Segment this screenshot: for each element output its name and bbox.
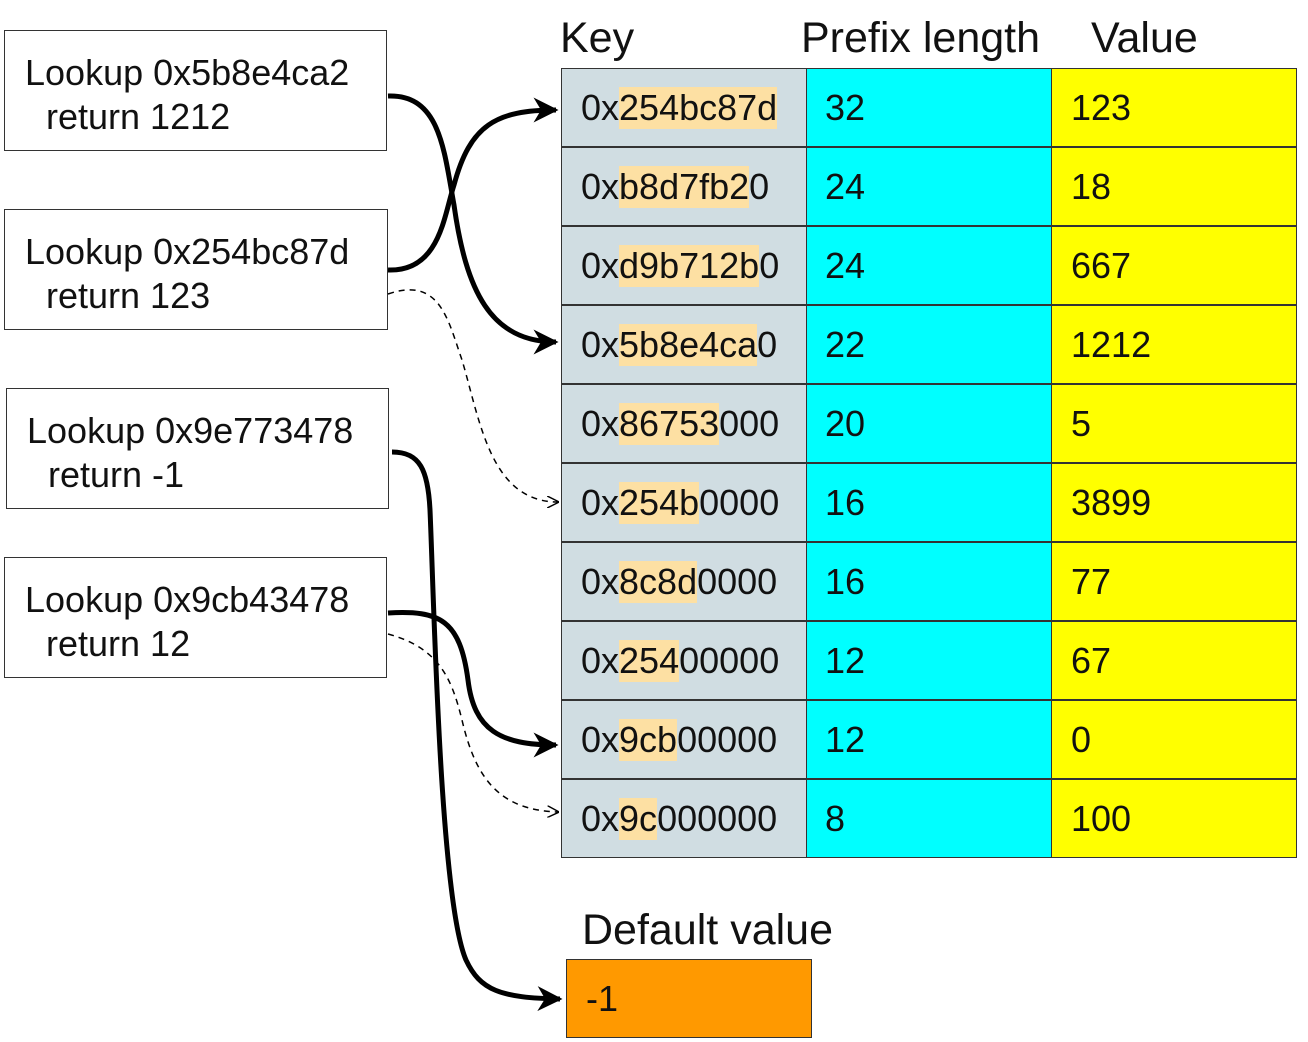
matched-prefix-highlight: 8c8d <box>619 560 698 603</box>
value-cell: 1212 <box>1051 305 1297 384</box>
matched-prefix-highlight: b8d7fb2 <box>619 165 750 208</box>
arrow-lookup3-to-default <box>391 449 563 1012</box>
value-cell: 77 <box>1051 542 1297 621</box>
lookup-query: Lookup 0x5b8e4ca2 <box>25 52 350 93</box>
lookup-result: return 12 <box>46 623 191 664</box>
lookup-box-3: Lookup 0x9e773478 return -1 <box>6 388 389 509</box>
prefix-length-cell: 16 <box>806 542 1051 621</box>
value-cell: 100 <box>1051 779 1297 858</box>
value-cell: 67 <box>1051 621 1297 700</box>
matched-prefix-highlight: 254 <box>619 639 680 682</box>
matched-prefix-highlight: 254b <box>619 481 700 524</box>
prefix-length-cell: 32 <box>806 68 1051 147</box>
arrow-lookup4-to-row10-dashed <box>387 633 558 812</box>
lookup-result: return 123 <box>46 275 211 316</box>
prefix-length-cell: 16 <box>806 463 1051 542</box>
matched-prefix-highlight: 9c <box>619 797 658 840</box>
matched-prefix-highlight: 86753 <box>619 402 720 445</box>
prefix-length-cell: 24 <box>806 226 1051 305</box>
arrow-lookup1-to-row4 <box>387 93 559 355</box>
value-column-header: Value <box>1091 14 1198 62</box>
matched-prefix-highlight: d9b712b <box>619 244 760 287</box>
prefix-length-cell: 22 <box>806 305 1051 384</box>
prefix-length-cell: 12 <box>806 700 1051 779</box>
lookup-box-2: Lookup 0x254bc87d return 123 <box>4 209 388 330</box>
value-cell: 5 <box>1051 384 1297 463</box>
arrow-lookup2-to-row1 <box>387 97 559 273</box>
default-value-label: Default value <box>582 906 833 954</box>
value-cell: 667 <box>1051 226 1297 305</box>
lookup-query: Lookup 0x9cb43478 <box>25 579 350 620</box>
key-column-header: Key <box>560 14 635 62</box>
arrow-lookup2-to-row6-dashed <box>387 289 558 502</box>
prefix-length-cell: 8 <box>806 779 1051 858</box>
prefix-length-column-header: Prefix length <box>801 14 1041 62</box>
lookup-query: Lookup 0x254bc87d <box>25 231 350 272</box>
matched-prefix-highlight: 5b8e4ca <box>619 323 758 366</box>
value-cell: 0 <box>1051 700 1297 779</box>
default-value-box: -1 <box>566 959 812 1038</box>
lookup-query: Lookup 0x9e773478 <box>27 410 354 451</box>
prefix-length-cell: 24 <box>806 147 1051 226</box>
value-cell: 18 <box>1051 147 1297 226</box>
value-cell: 123 <box>1051 68 1297 147</box>
arrow-lookup4-to-row9 <box>387 610 559 758</box>
matched-prefix-highlight: 9cb <box>619 718 678 761</box>
value-cell: 3899 <box>1051 463 1297 542</box>
prefix-length-cell: 20 <box>806 384 1051 463</box>
lookup-result: return 1212 <box>46 96 231 137</box>
lookup-box-1: Lookup 0x5b8e4ca2 return 1212 <box>4 30 387 151</box>
matched-prefix-highlight: 254bc87d <box>619 86 778 129</box>
lookup-box-4: Lookup 0x9cb43478 return 12 <box>4 557 387 678</box>
prefix-length-cell: 12 <box>806 621 1051 700</box>
lookup-result: return -1 <box>48 454 185 495</box>
